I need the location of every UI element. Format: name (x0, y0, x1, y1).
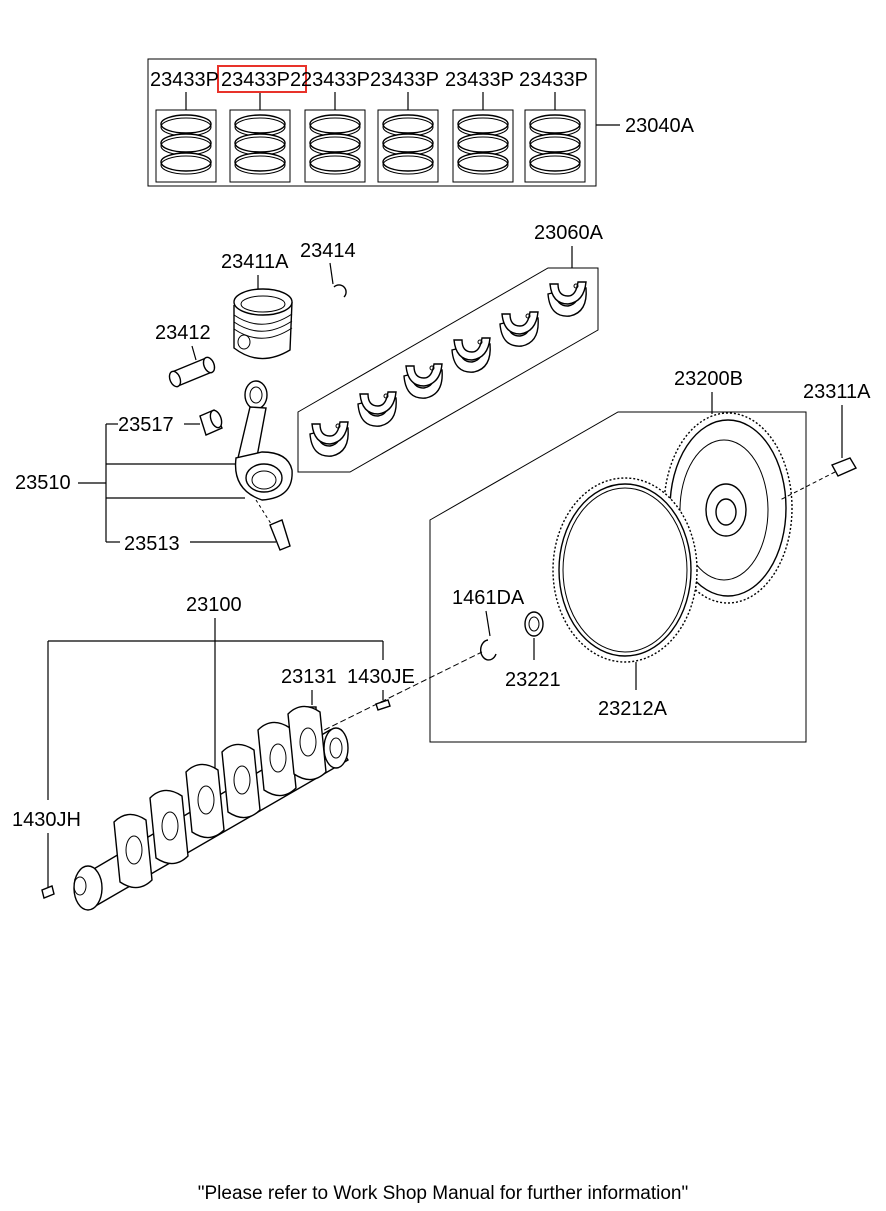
flywheel-bolt-label[interactable]: 23311A (803, 381, 871, 403)
pilot-bearing-icon (524, 611, 544, 637)
bearing-set-group: 23060A (297, 222, 604, 473)
pin-je-label[interactable]: 1430JE (347, 666, 415, 688)
bearing-snap-icon (480, 639, 497, 661)
ring-assembly-label[interactable]: 23040A (625, 115, 695, 137)
crank-web-icon (257, 721, 297, 797)
ring-gear-icon (552, 477, 698, 663)
snap-ring-label[interactable]: 23414 (300, 240, 356, 262)
crank-web-icon (287, 705, 327, 781)
crankshaft-label[interactable]: 23100 (186, 594, 242, 616)
crank-web-icon (113, 813, 153, 889)
bearing-shell-icon (403, 363, 443, 399)
conrod-bolt-label[interactable]: 23513 (124, 533, 180, 555)
piston-label[interactable]: 23411A (221, 251, 289, 273)
crank-web-icon (149, 789, 189, 865)
crankshaft-icon (73, 705, 349, 911)
pin-jh-label[interactable]: 1430JH (12, 809, 81, 831)
flywheel-frame (429, 411, 807, 743)
ring-set-icon (377, 92, 439, 183)
ring-label-1[interactable]: 23433P (150, 69, 219, 91)
piston-pin-icon (168, 356, 216, 388)
crankshaft-group: 23100 23131 1430JE 1430JH (12, 594, 483, 911)
ring-set-icon (155, 92, 217, 183)
conrod-bolt-icon (269, 519, 291, 551)
flywheel-bolt-icon (779, 457, 858, 501)
bearing-snap-label[interactable]: 1461DA (452, 587, 525, 609)
piston-pin-label[interactable]: 23412 (155, 322, 211, 344)
highlight-box[interactable] (217, 65, 307, 93)
ring-label-2[interactable]: 23433P2 (221, 69, 301, 91)
crank-web-icon (185, 763, 225, 839)
bearing-shell-icon (357, 391, 397, 427)
bushing-icon (199, 409, 223, 436)
bearing-set-label[interactable]: 23060A (534, 222, 604, 244)
flywheel-label[interactable]: 23200B (674, 368, 743, 390)
bearing-shell-icon (309, 421, 349, 457)
pin-je-icon (375, 699, 391, 711)
piston-ring-set-group: 23433P 23433P2 23433P 23433P 23433P 2343… (147, 58, 695, 187)
ring-gear-label[interactable]: 23212A (598, 698, 668, 720)
ring-set-frame (147, 58, 597, 187)
ring-label-5[interactable]: 23433P (445, 69, 514, 91)
ring-set-icon (229, 92, 291, 183)
flywheel-group: 23200B 23311A 23212A 23221 1461DA (429, 368, 871, 743)
bearing-shell-icon (451, 337, 491, 373)
ring-set-icon (524, 92, 586, 183)
bearing-shell-icon (499, 311, 539, 347)
conrod-assy-label[interactable]: 23510 (15, 472, 71, 494)
bearing-frame (297, 267, 599, 473)
footer-note: "Please refer to Work Shop Manual for fu… (198, 1183, 688, 1204)
piston-group: 23411A 23414 23412 (155, 240, 356, 388)
pilot-bearing-label[interactable]: 23221 (505, 669, 561, 691)
ring-set-icon (452, 92, 514, 183)
ring-set-icon (304, 92, 366, 183)
ring-label-4[interactable]: 23433P (370, 69, 439, 91)
conrod-group: 23517 23510 23513 (15, 380, 293, 555)
pin-jh-icon (41, 885, 55, 899)
conrod-icon (234, 380, 293, 501)
bushing-label[interactable]: 23517 (118, 414, 174, 436)
ring-label-3[interactable]: 23433P (301, 69, 370, 91)
crank-web-icon (221, 743, 261, 819)
key-label[interactable]: 23131 (281, 666, 337, 688)
ring-label-6[interactable]: 23433P (519, 69, 588, 91)
bearing-shell-icon (547, 281, 587, 317)
snap-ring-icon (333, 284, 347, 298)
piston-icon (233, 288, 293, 360)
